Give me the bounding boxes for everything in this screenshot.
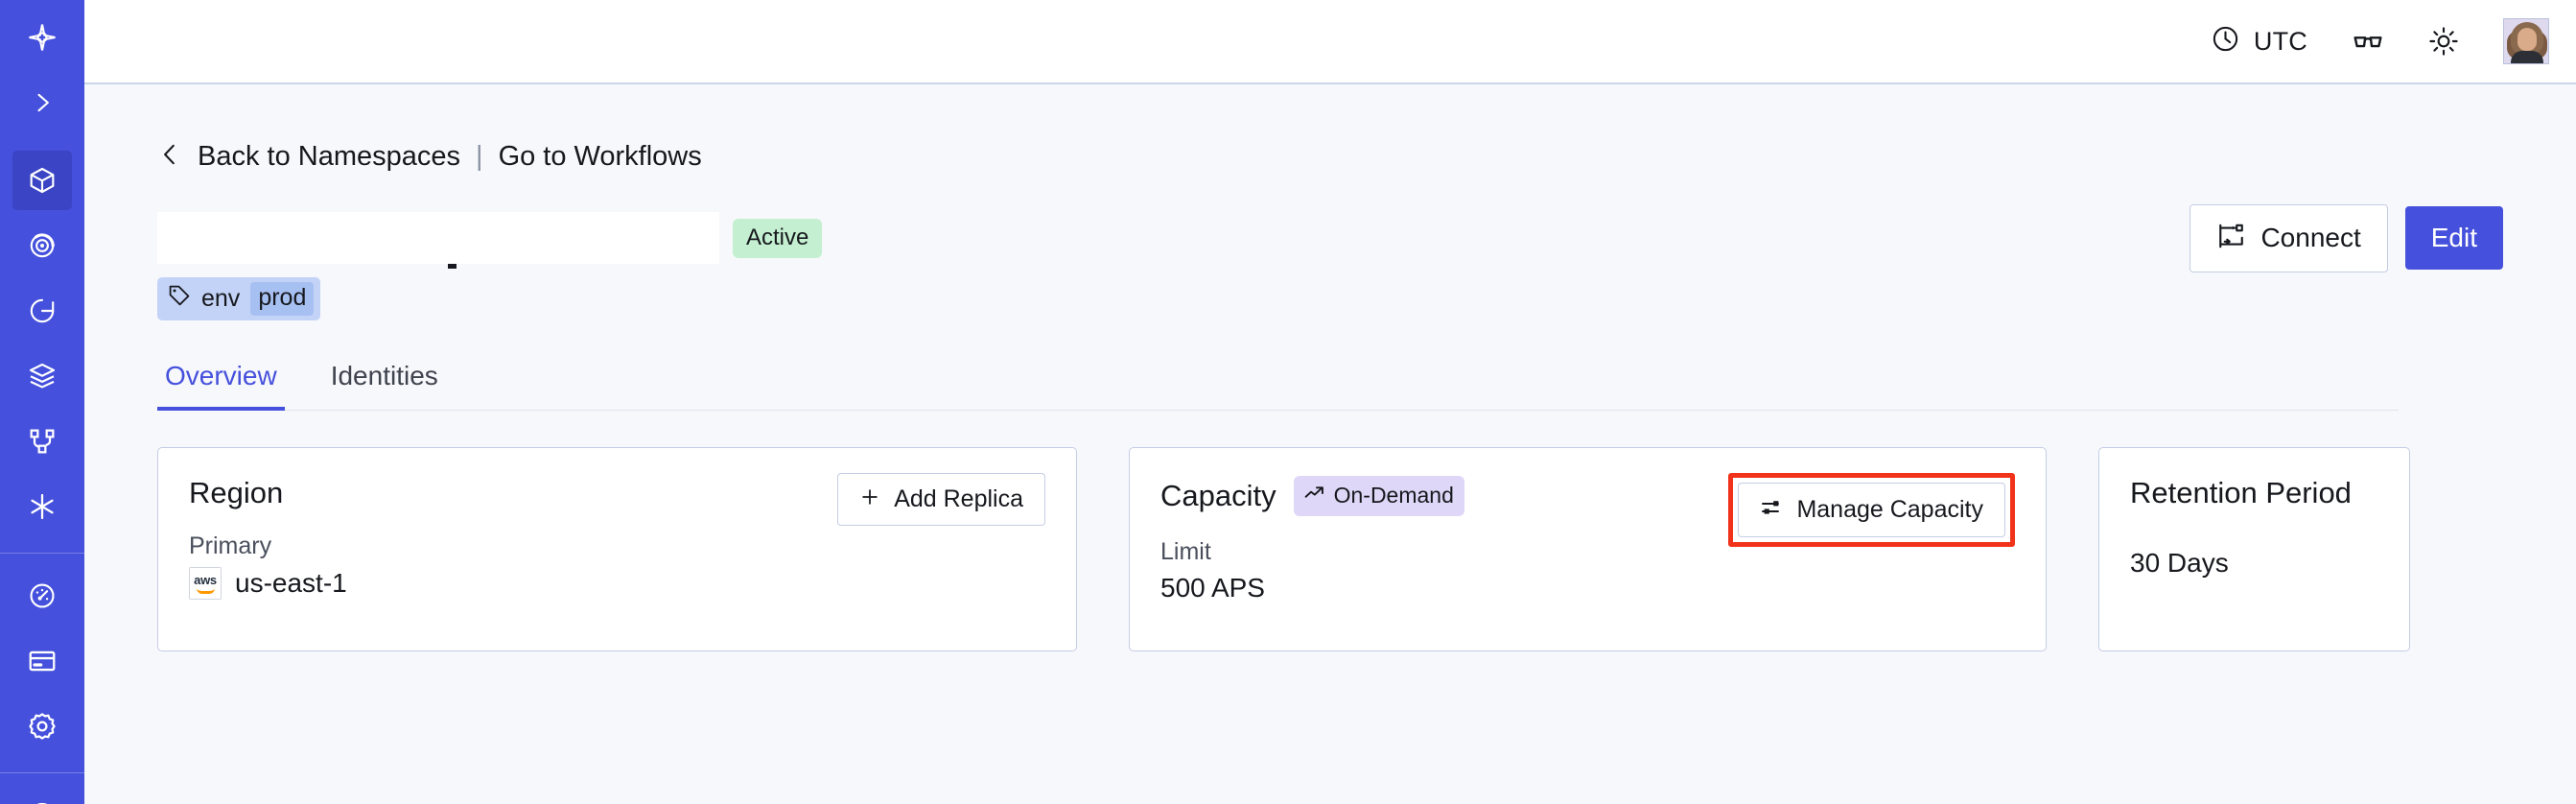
region-value: us-east-1: [235, 568, 347, 598]
sidebar: [0, 0, 84, 804]
sidebar-item-nexus[interactable]: [12, 477, 72, 536]
edit-button-label: Edit: [2430, 223, 2477, 252]
breadcrumb-separator: |: [476, 141, 483, 172]
main-region: UTC: [84, 0, 2576, 804]
sidebar-divider: [0, 553, 84, 554]
sidebar-item-help[interactable]: [12, 786, 72, 804]
capacity-mode-badge: On-Demand: [1293, 476, 1464, 516]
retention-card-head: Retention Period: [2130, 476, 2378, 510]
region-primary-label: Primary: [189, 532, 272, 559]
timezone-selector[interactable]: UTC: [2211, 24, 2307, 59]
connect-button[interactable]: Connect: [2190, 203, 2388, 272]
capacity-limit-label: Limit: [1160, 538, 1211, 565]
region-card: Region Add Replica Primary: [157, 447, 1077, 651]
capacity-limit-value: 500 APS: [1160, 573, 1265, 603]
retention-card: Retention Period 30 Days: [2098, 447, 2410, 651]
tab-bar: Overview Identities: [157, 361, 2399, 411]
add-replica-button[interactable]: Add Replica: [837, 473, 1045, 526]
edit-button[interactable]: Edit: [2404, 206, 2503, 270]
tab-identities[interactable]: Identities: [330, 361, 438, 390]
manage-capacity-button[interactable]: Manage Capacity: [1738, 483, 2005, 537]
topbar: UTC: [84, 0, 2576, 84]
overview-cards: Region Add Replica Primary: [157, 447, 2503, 651]
breadcrumb-workflows-link[interactable]: Go to Workflows: [498, 141, 702, 172]
topbar-actions: UTC: [2211, 18, 2549, 64]
tag-key: env: [201, 285, 241, 312]
sidebar-item-layers[interactable]: [12, 346, 72, 406]
sidebar-item-settings[interactable]: [12, 697, 72, 756]
region-card-head: Region: [189, 476, 1045, 510]
avatar[interactable]: [2503, 18, 2549, 64]
sun-icon[interactable]: [2428, 26, 2459, 57]
sidebar-item-schedules[interactable]: [12, 281, 72, 341]
timezone-label: UTC: [2253, 26, 2307, 56]
trending-up-icon: [1303, 482, 1325, 509]
tag-icon: [168, 284, 191, 314]
capacity-card-head: Capacity On-Demand: [1160, 476, 2015, 516]
tag-value: prod: [250, 282, 315, 316]
sidebar-item-namespaces[interactable]: [12, 151, 72, 210]
sidebar-item-billing[interactable]: [12, 631, 72, 691]
capacity-card-action: Manage Capacity: [1728, 473, 2015, 547]
sidebar-item-usage[interactable]: [12, 566, 72, 626]
retention-card-title: Retention Period: [2130, 476, 2352, 509]
manage-capacity-label: Manage Capacity: [1796, 496, 1983, 523]
manage-capacity-highlight: Manage Capacity: [1728, 473, 2015, 547]
capacity-card-title: Capacity: [1160, 479, 1276, 512]
sidebar-item-workflows[interactable]: [12, 412, 72, 471]
aws-logo-text: aws: [194, 572, 217, 587]
sidebar-divider-bottom: [0, 772, 84, 773]
temporal-logo-icon[interactable]: [12, 8, 72, 67]
sidebar-item-expand[interactable]: [12, 73, 72, 132]
breadcrumb: Back to Namespaces | Go to Workflows: [157, 138, 2503, 176]
clock-icon: [2211, 24, 2240, 59]
sidebar-item-observability[interactable]: [12, 216, 72, 275]
header-actions: Connect Edit: [2190, 203, 2503, 272]
tab-overview[interactable]: Overview: [157, 361, 285, 411]
sliders-icon: [1760, 496, 1783, 524]
add-replica-label: Add Replica: [894, 485, 1023, 512]
region-card-action: Add Replica: [837, 473, 1045, 526]
tag-chip[interactable]: env prod: [157, 277, 321, 320]
network-connect-icon: [2216, 222, 2245, 255]
page-header-row: Active Connect: [157, 203, 2503, 272]
page-title: [157, 212, 719, 269]
status-badge: Active: [733, 218, 823, 258]
region-primary-value-row: aws us-east-1: [189, 567, 1045, 600]
connect-button-label: Connect: [2260, 223, 2361, 252]
glasses-icon[interactable]: [2352, 25, 2384, 58]
page-content: Back to Namespaces | Go to Workflows Act…: [84, 84, 2576, 804]
breadcrumb-back-link[interactable]: Back to Namespaces: [198, 141, 461, 172]
plus-icon: [859, 486, 880, 512]
tag-list: env prod: [157, 277, 2503, 320]
region-card-title: Region: [189, 476, 284, 509]
chevron-left-icon[interactable]: [157, 138, 182, 176]
capacity-card: Capacity On-Demand: [1129, 447, 2047, 651]
aws-logo-icon: aws: [189, 567, 222, 600]
capacity-mode-label: On-Demand: [1333, 483, 1454, 508]
retention-value: 30 Days: [2130, 548, 2229, 578]
